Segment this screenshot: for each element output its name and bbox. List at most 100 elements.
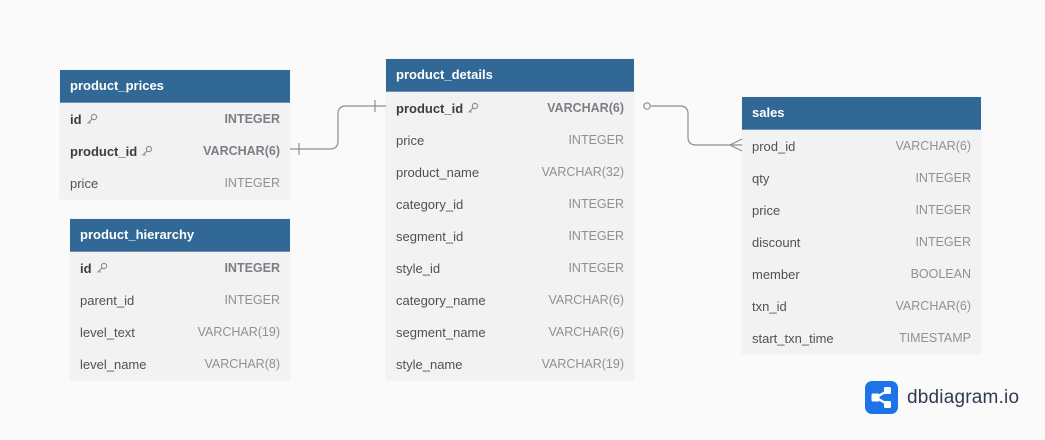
- column-type: BOOLEAN: [910, 267, 971, 281]
- column-name-cell: id: [80, 261, 108, 276]
- column-name: id: [80, 260, 92, 276]
- column-type: VARCHAR(6): [547, 101, 624, 115]
- column-name: style_name: [396, 356, 463, 372]
- column-row[interactable]: id INTEGER: [60, 103, 290, 135]
- column-type: INTEGER: [915, 203, 971, 217]
- column-type: VARCHAR(19): [197, 325, 280, 339]
- column-name-cell: level_text: [80, 325, 135, 340]
- column-name: price: [396, 132, 425, 148]
- column-name: member: [752, 266, 800, 282]
- column-row[interactable]: style_id INTEGER: [386, 252, 634, 284]
- column-name-cell: category_id: [396, 197, 463, 212]
- column-row[interactable]: product_id VARCHAR(6): [386, 92, 634, 124]
- column-name-cell: id: [70, 112, 98, 127]
- column-name-cell: product_name: [396, 165, 479, 180]
- column-name: category_id: [396, 196, 464, 212]
- brand-text: dbdiagram.io: [907, 386, 1020, 408]
- column-row[interactable]: price INTEGER: [60, 167, 290, 199]
- table-header[interactable]: product_prices: [60, 70, 290, 103]
- column-name: product_id: [396, 100, 464, 116]
- column-type: VARCHAR(6): [895, 299, 971, 313]
- share-nodes-icon: [865, 381, 898, 414]
- column-name-cell: prod_id: [752, 139, 795, 154]
- column-row[interactable]: product_name VARCHAR(32): [386, 156, 634, 188]
- column-type: INTEGER: [224, 293, 280, 307]
- column-name-cell: segment_id: [396, 229, 463, 244]
- column-row[interactable]: category_id INTEGER: [386, 188, 634, 220]
- column-name-cell: txn_id: [752, 299, 787, 314]
- key-icon: [467, 102, 479, 114]
- column-name-cell: discount: [752, 235, 800, 250]
- column-name-cell: product_id: [70, 144, 153, 159]
- column-row[interactable]: level_text VARCHAR(19): [70, 316, 290, 348]
- column-row[interactable]: qty INTEGER: [742, 162, 981, 194]
- column-row[interactable]: segment_name VARCHAR(6): [386, 316, 634, 348]
- table-header[interactable]: product_details: [386, 59, 634, 92]
- column-name: level_name: [80, 356, 147, 372]
- column-row[interactable]: id INTEGER: [70, 252, 290, 284]
- column-type: VARCHAR(8): [204, 357, 280, 371]
- key-icon: [86, 113, 98, 125]
- column-row[interactable]: start_txn_time TIMESTAMP: [742, 322, 981, 354]
- column-name: qty: [752, 170, 770, 186]
- key-icon: [96, 262, 108, 274]
- column-row[interactable]: category_name VARCHAR(6): [386, 284, 634, 316]
- column-name-cell: segment_name: [396, 325, 486, 340]
- column-row[interactable]: price INTEGER: [742, 194, 981, 226]
- column-name: discount: [752, 234, 801, 250]
- brand-badge[interactable]: dbdiagram.io: [865, 381, 1019, 414]
- column-type: VARCHAR(19): [541, 357, 624, 371]
- column-name-cell: style_name: [396, 357, 462, 372]
- column-name-cell: style_id: [396, 261, 440, 276]
- column-name-cell: price: [752, 203, 780, 218]
- column-row[interactable]: parent_id INTEGER: [70, 284, 290, 316]
- column-row[interactable]: txn_id VARCHAR(6): [742, 290, 981, 322]
- column-type: INTEGER: [224, 176, 280, 190]
- column-type: VARCHAR(6): [548, 293, 624, 307]
- column-row[interactable]: prod_id VARCHAR(6): [742, 130, 981, 162]
- column-name-cell: qty: [752, 171, 769, 186]
- column-name-cell: category_name: [396, 293, 486, 308]
- column-name-cell: start_txn_time: [752, 331, 834, 346]
- key-icon: [141, 145, 153, 157]
- crows-foot-icon: [728, 138, 743, 152]
- column-name: price: [70, 175, 99, 191]
- relationship-details-sales[interactable]: [643, 102, 743, 152]
- column-row[interactable]: level_name VARCHAR(8): [70, 348, 290, 380]
- column-name: prod_id: [752, 138, 796, 154]
- relationship-prices-details[interactable]: [290, 100, 386, 155]
- column-type: VARCHAR(6): [548, 325, 624, 339]
- column-type: INTEGER: [224, 112, 280, 126]
- table-header[interactable]: sales: [742, 97, 981, 130]
- column-type: VARCHAR(32): [541, 165, 624, 179]
- column-type: INTEGER: [915, 171, 971, 185]
- column-row[interactable]: member BOOLEAN: [742, 258, 981, 290]
- zero-marker-icon: [643, 102, 651, 110]
- column-name: id: [70, 111, 82, 127]
- column-name: parent_id: [80, 292, 135, 308]
- column-type: INTEGER: [568, 133, 624, 147]
- column-name-cell: price: [396, 133, 424, 148]
- column-type: INTEGER: [568, 197, 624, 211]
- column-type: INTEGER: [568, 261, 624, 275]
- column-name: start_txn_time: [752, 330, 834, 346]
- column-type: TIMESTAMP: [899, 331, 971, 345]
- column-name-cell: member: [752, 267, 800, 282]
- column-name-cell: product_id: [396, 101, 479, 116]
- column-name: txn_id: [752, 298, 787, 314]
- table-header[interactable]: product_hierarchy: [70, 219, 290, 252]
- column-type: INTEGER: [224, 261, 280, 275]
- column-type: VARCHAR(6): [895, 139, 971, 153]
- column-row[interactable]: style_name VARCHAR(19): [386, 348, 634, 380]
- column-name: style_id: [396, 260, 441, 276]
- column-row[interactable]: price INTEGER: [386, 124, 634, 156]
